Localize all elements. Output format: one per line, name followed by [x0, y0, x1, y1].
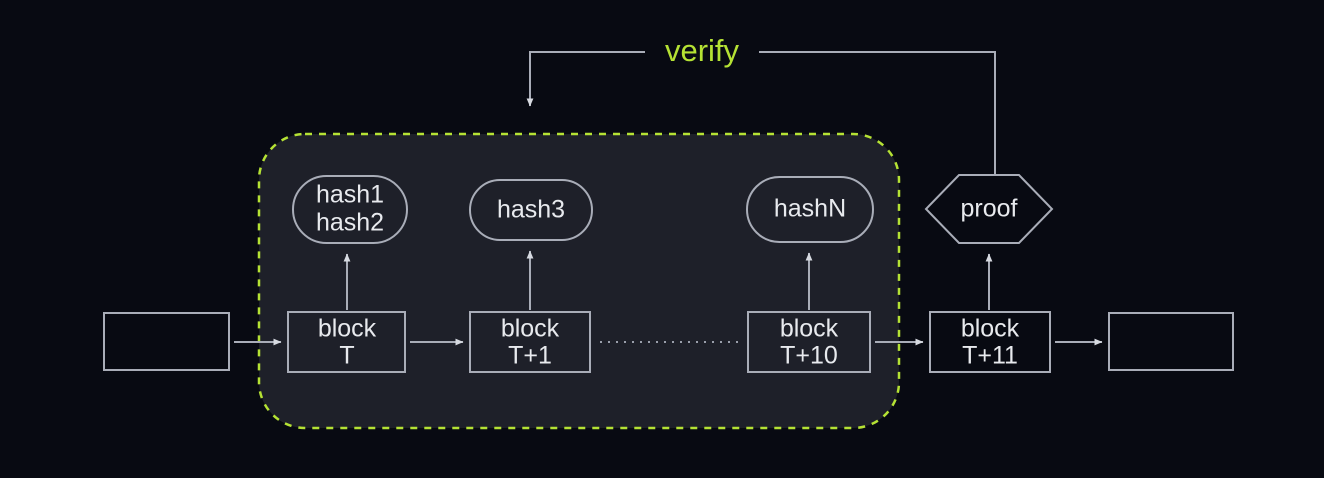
- block-t-line2: T: [339, 342, 354, 370]
- block-t11-line1: block: [961, 315, 1020, 343]
- block-next: [1108, 312, 1234, 371]
- hash-node-1-line1: hash1: [316, 181, 384, 209]
- batch-region-boundary: [257, 132, 901, 430]
- hash-node-2-line1: hash3: [497, 196, 565, 224]
- proof-node-label: proof: [961, 195, 1018, 223]
- hash-node-1-line2: hash2: [316, 209, 384, 237]
- block-t-line1: block: [318, 315, 377, 343]
- proof-node: [924, 174, 1054, 244]
- hash-node-1: [292, 175, 408, 244]
- block-t1: [469, 311, 591, 373]
- block-t1-line1: block: [501, 315, 560, 343]
- block-t11-line2: T+11: [962, 342, 1018, 370]
- verify-path-left-segment: [526, 51, 645, 107]
- hash-node-n: [746, 176, 874, 243]
- block-t: [287, 311, 406, 373]
- hash-node-2: [469, 179, 593, 241]
- block-t10-line2: T+10: [780, 342, 838, 370]
- block-t1-line2: T+1: [508, 342, 552, 370]
- verify-path-right-segment: [759, 51, 996, 175]
- block-t10: [747, 311, 871, 373]
- verify-label: verify: [665, 33, 740, 68]
- hash-node-n-line1: hashN: [774, 195, 846, 223]
- block-prev: [103, 312, 230, 371]
- block-t10-line1: block: [780, 315, 839, 343]
- block-t11: [929, 311, 1051, 373]
